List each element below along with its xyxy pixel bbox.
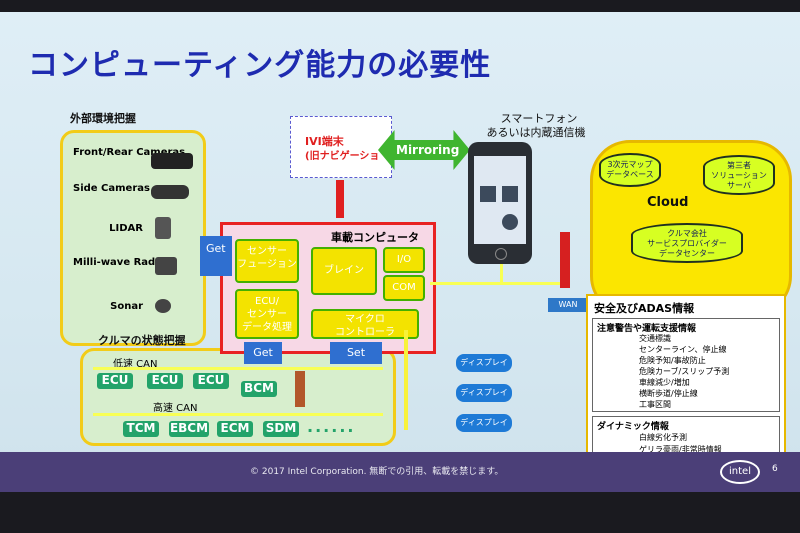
wan-label: WAN: [548, 298, 588, 312]
cloud-shape: Cloud 3次元マップ データベース 第三者 ソリューション サーバ クルマ会…: [590, 140, 792, 316]
presentation-slide: コンピューティング能力の必要性 外部環境把握 Front/Rear Camera…: [0, 12, 800, 492]
com-wan-line: [430, 282, 560, 285]
get-left-label: Get: [206, 242, 226, 255]
mirroring-label: Mirroring: [396, 143, 460, 157]
phone-line2: あるいは内蔵通信機: [486, 126, 586, 139]
com-block: COM: [383, 275, 425, 301]
bcm-chip: BCM: [241, 381, 277, 397]
antenna-tower-icon: [560, 232, 570, 288]
phone-screen: [474, 156, 526, 244]
adas-item: 危険予知/事故防止: [639, 356, 706, 365]
ecm-chip: ECM: [217, 421, 253, 437]
get-bottom-label: Get: [253, 346, 273, 359]
map-database: 3次元マップ データベース: [599, 153, 661, 187]
smartphone: [468, 142, 532, 264]
high-can-bus: [93, 413, 383, 416]
adas-item: 白線劣化予測: [639, 433, 687, 442]
ecu-chip: ECU: [147, 373, 183, 389]
slide-footer: © 2017 Intel Corporation. 無断での引用、転載を禁じます…: [0, 452, 800, 492]
adas-item: ゲリラ豪雨/非常時情報: [639, 445, 722, 454]
ivi-line1: IVI端末: [305, 135, 344, 148]
car-computer-box: 車載コンピュータ センサー フュージョン ブレイン I/O COM ECU/ セ…: [220, 222, 436, 354]
ecu-chip: ECU: [193, 373, 229, 389]
can-gateway-arrow: [295, 371, 305, 407]
slide-title: コンピューティング能力の必要性: [28, 48, 492, 83]
adas-section2-title: ダイナミック情報: [597, 422, 669, 432]
adas-item: 交通標識: [639, 334, 671, 343]
adas-section1-box: 注意警告や運転支援情報 交通標識 センターライン、停止線 危険予知/事故防止 危…: [592, 318, 780, 412]
io-block: I/O: [383, 247, 425, 273]
low-can-label: 低速 CAN: [113, 359, 158, 370]
set-vehicle-arrow: Set: [330, 342, 382, 364]
adas-section1-title: 注意警告や運転支援情報: [597, 324, 697, 334]
sensor-sonar-label: Sonar: [110, 301, 143, 312]
low-can-bus: [93, 367, 383, 370]
adas-item: 横断歩道/停止線: [639, 389, 698, 398]
high-can-label: 高速 CAN: [153, 403, 198, 414]
intel-logo: intel: [720, 460, 760, 484]
adas-item: 工事区間: [639, 400, 671, 409]
compass-icon: [502, 214, 518, 230]
phone-line1: スマートフォン: [500, 112, 578, 125]
vehicle-state-box: 低速 CAN ECU ECU ECU BCM 高速 CAN TCM EBCM E…: [80, 348, 396, 446]
camera-image: [151, 153, 193, 169]
ecu-chip: ECU: [97, 373, 133, 389]
ecu-sensor-block: ECU/ センサー データ処理: [235, 289, 299, 339]
radar-image: [155, 257, 177, 275]
tcm-chip: TCM: [123, 421, 159, 437]
display-box: ディスプレイ: [456, 414, 512, 432]
datacenter-database: クルマ会社 サービスプロバイダー データセンター: [631, 223, 743, 263]
microcontroller-block: マイクロ コントローラ: [311, 309, 419, 339]
display-link-line: [404, 330, 408, 430]
get-sensors-arrow: Get: [200, 236, 232, 276]
sensor-radar-label: Milli-wave Radar: [73, 257, 167, 268]
ivi-computer-link: [336, 180, 344, 218]
cloud-label: Cloud: [647, 195, 689, 210]
external-heading: 外部環境把握: [70, 112, 136, 125]
set-label: Set: [346, 346, 366, 359]
lidar-image: [155, 217, 171, 239]
side-camera-image: [151, 185, 189, 199]
display-box: ディスプレイ: [456, 354, 512, 372]
sensor-lidar-label: LIDAR: [109, 223, 143, 234]
display-box: ディスプレイ: [456, 384, 512, 402]
brain-block: ブレイン: [311, 247, 377, 295]
sdm-chip: SDM: [263, 421, 299, 437]
adas-item: センターライン、停止線: [639, 345, 727, 354]
ivi-line2: (旧ナビゲーショ: [305, 151, 380, 162]
phone-link-line: [500, 264, 503, 284]
ebcm-chip: EBCM: [169, 421, 209, 437]
get-vehicle-arrow: Get: [244, 342, 282, 364]
adas-item: 車線減少/増加: [639, 378, 690, 387]
adas-item: 危険カーブ/スリップ予測: [639, 367, 730, 376]
sonar-image: [155, 299, 171, 313]
sensor-fusion-block: センサー フュージョン: [235, 239, 299, 283]
music-icon: [502, 186, 518, 202]
sensor-side-label: Side Cameras: [73, 183, 150, 194]
sensor-cameras-label: Front/Rear Cameras: [73, 147, 186, 158]
external-sensors-box: Front/Rear Cameras Side Cameras LIDAR Mi…: [60, 130, 206, 346]
page-number: 6: [772, 464, 778, 474]
third-party-server: 第三者 ソリューション サーバ: [703, 155, 775, 195]
ivi-box: IVI端末 (旧ナビゲーショ: [290, 116, 392, 178]
car-computer-title: 車載コンピュータ: [331, 231, 419, 244]
vehicle-state-heading: クルマの状態把握: [98, 334, 186, 347]
more-ecus-dots: ......: [307, 417, 356, 436]
tools-icon: [480, 186, 496, 202]
adas-panel: 安全及びADAS情報 注意警告や運転支援情報 交通標識 センターライン、停止線 …: [586, 294, 786, 466]
adas-title: 安全及びADAS情報: [594, 302, 695, 315]
copyright-text: © 2017 Intel Corporation. 無断での引用、転載を禁じます…: [250, 467, 504, 477]
home-button-icon: [495, 248, 507, 260]
